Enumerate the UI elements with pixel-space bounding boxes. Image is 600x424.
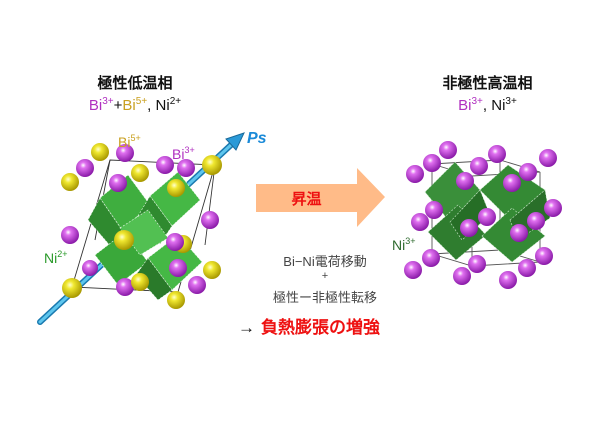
label-bi3: Bi3+ [172, 145, 195, 162]
mechanism-plus: + [321, 270, 329, 282]
ion-bi3: Bi3+ [88, 96, 114, 114]
left-bi-atoms [61, 143, 222, 309]
right-phase-title: 非極性高温相 [442, 75, 533, 92]
mechanism-line1: Bi−Ni電荷移動 [283, 254, 367, 269]
left-phase-title: 極性低温相 [97, 75, 173, 92]
ion-bi5: Bi5+ [122, 96, 148, 114]
result-statement: → 負熱膨張の増強 [238, 313, 380, 338]
heating-label: 昇温 [291, 191, 322, 208]
result-text: 負熱膨張の増強 [261, 318, 380, 337]
mechanism-line2: 極性ー非極性転移 [272, 290, 377, 305]
right-phase-ion-formula: Bi3+, Ni3+ [458, 96, 517, 114]
label-ni3: Ni3+ [392, 236, 416, 253]
ion-bi3: Bi3+ [458, 96, 483, 114]
ion-ni2: Ni2+ [155, 96, 182, 114]
right-bi3-atoms [404, 141, 562, 289]
polarization-label: Ps [247, 130, 267, 147]
heating-transition-arrow [256, 168, 385, 227]
right-crystal-structure [404, 141, 562, 289]
ion-ni3: Ni3+ [491, 96, 517, 114]
result-arrow-icon: → [238, 318, 255, 337]
label-ni2: Ni2+ [44, 249, 68, 266]
label-bi5: Bi5+ [118, 133, 141, 150]
left-phase-ion-formula: Bi3++Bi5+, Ni2+ [88, 96, 182, 114]
